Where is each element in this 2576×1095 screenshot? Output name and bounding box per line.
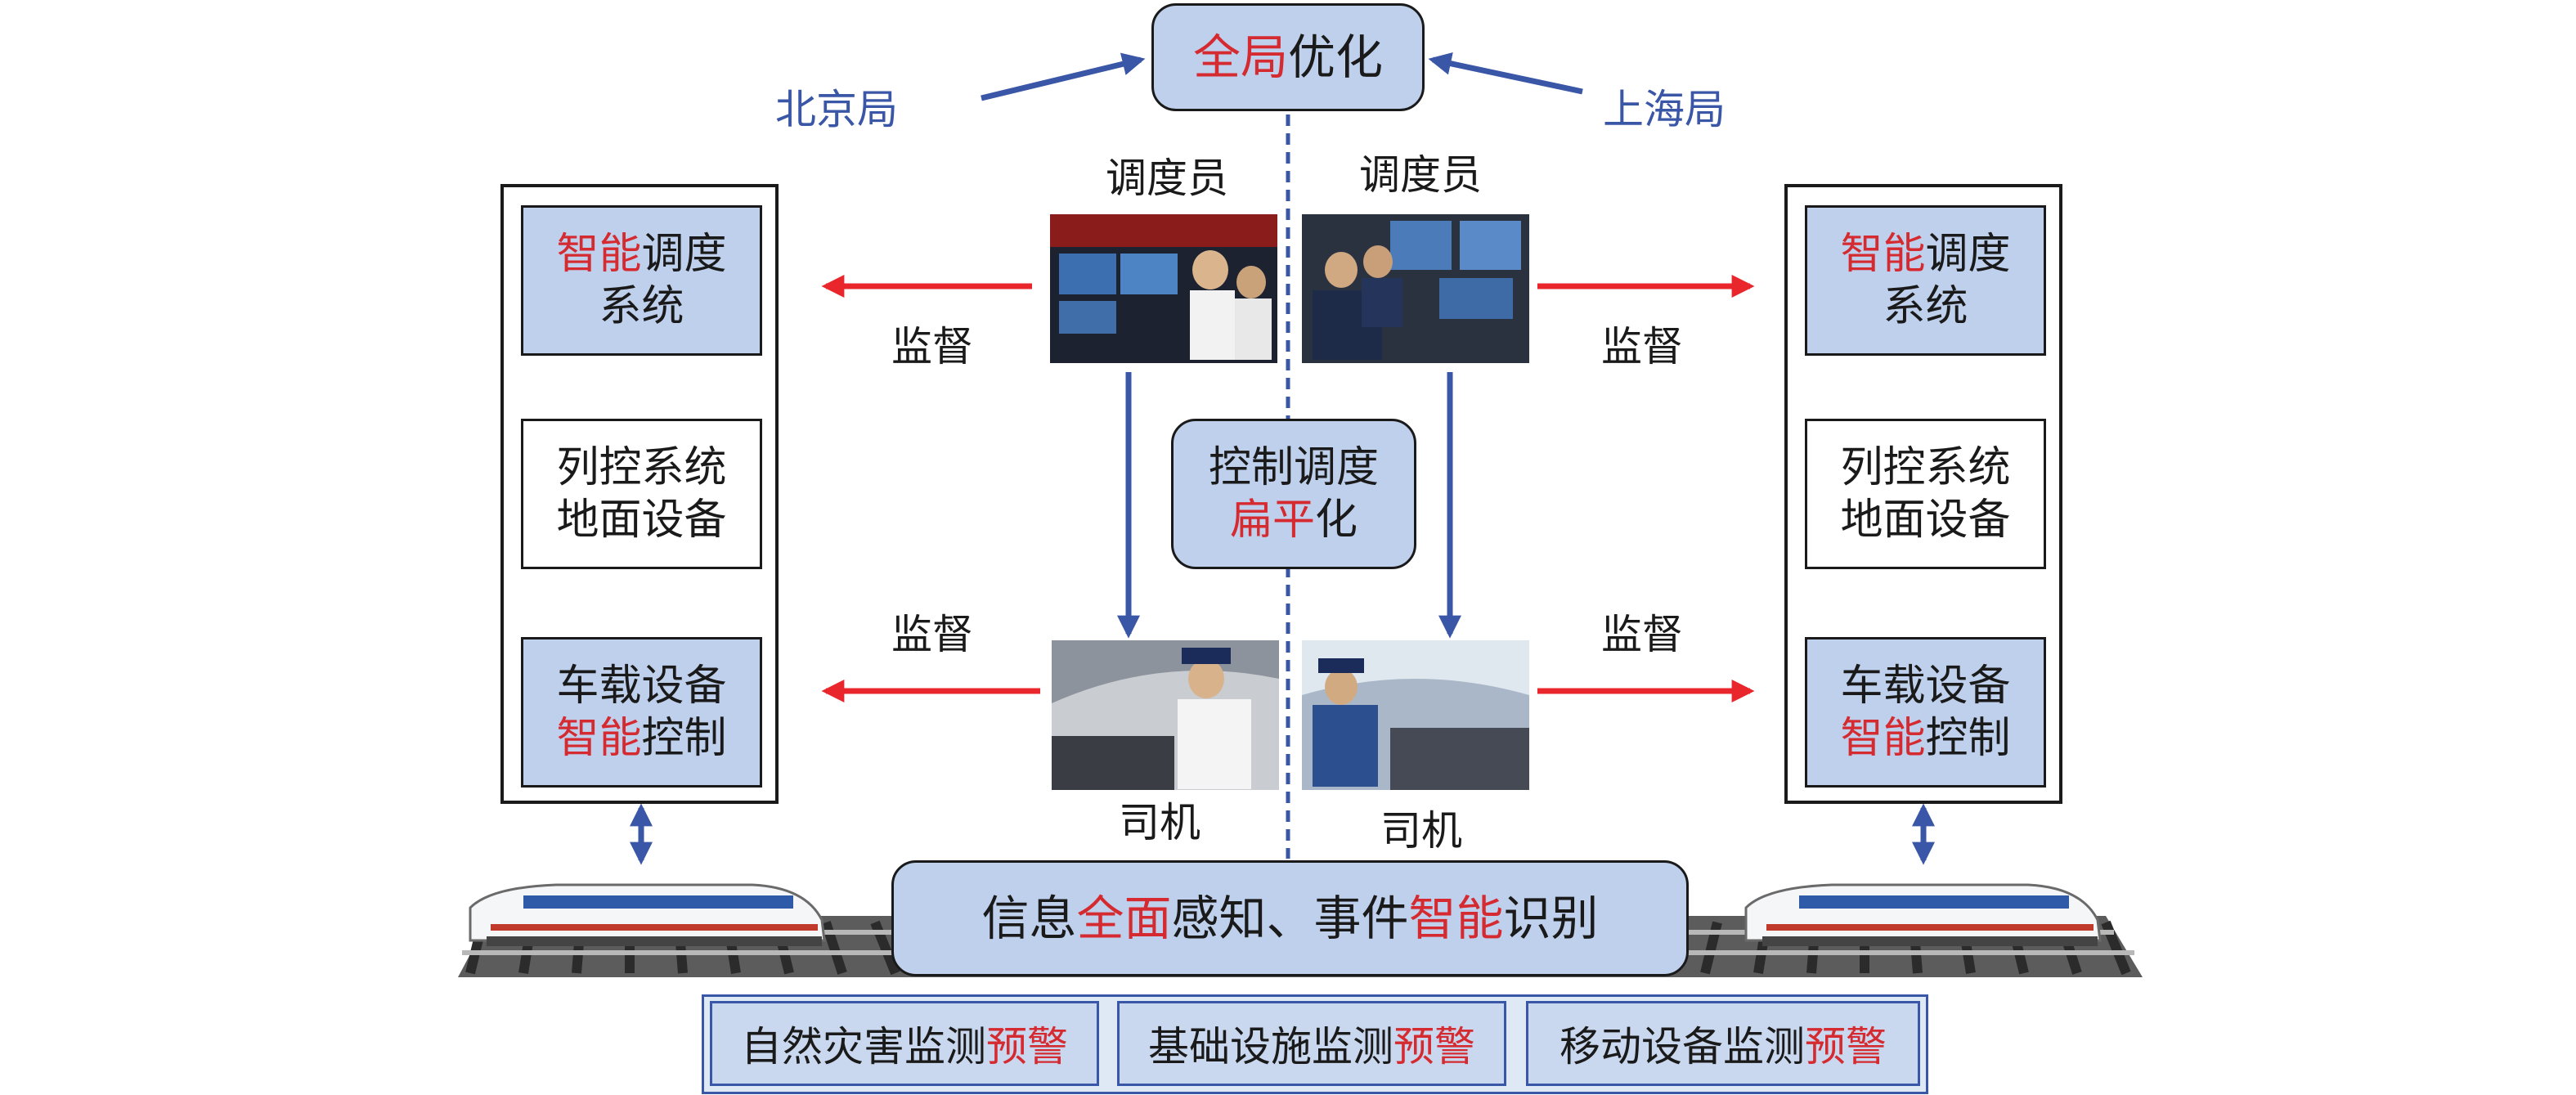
photo-dispatcher-right	[1302, 214, 1529, 363]
supervise-label-bottom-right: 监督	[1601, 611, 1683, 658]
left-onboard-control-box: 车载设备智能控制	[521, 637, 762, 788]
supervise-label-top-left: 监督	[891, 323, 973, 370]
right-smart-dispatch-box: 智能调度系统	[1805, 205, 2046, 356]
train-left	[469, 883, 826, 946]
supervise-label-top-right: 监督	[1601, 323, 1683, 370]
photo-dispatcher-left	[1050, 214, 1277, 363]
shanghai-bureau-label: 上海局	[1603, 86, 1726, 133]
photo-driver-left	[1052, 640, 1279, 790]
train-right	[1744, 883, 2102, 946]
flat-control-dispatch-box: 控制调度扁平化	[1171, 419, 1416, 569]
arrow-shanghai-to-global	[1428, 52, 1583, 95]
dispatcher-label-left: 调度员	[1106, 155, 1228, 202]
info-perception-text: 信息全面感知、事件智能识别	[981, 891, 1599, 946]
global-optimization-text: 全局优化	[1192, 29, 1384, 85]
left-ground-equipment-box: 列控系统地面设备	[521, 419, 762, 569]
driver-label-right: 司机	[1380, 807, 1462, 855]
global-optimization-box: 全局优化	[1151, 3, 1425, 111]
photo-driver-right	[1302, 640, 1529, 790]
info-perception-box: 信息全面感知、事件智能识别	[891, 860, 1689, 976]
arrow-beijing-to-global	[981, 52, 1146, 101]
left-smart-dispatch-box: 智能调度系统	[521, 205, 762, 356]
dispatcher-label-right: 调度员	[1359, 151, 1482, 199]
monitoring-infrastructure: 基础设施监测预警	[1117, 1001, 1506, 1086]
supervise-label-bottom-left: 监督	[891, 611, 973, 658]
monitoring-mobile-equipment: 移动设备监测预警	[1526, 1001, 1920, 1086]
monitoring-natural-disaster: 自然灾害监测预警	[710, 1001, 1099, 1086]
driver-label-left: 司机	[1119, 799, 1200, 846]
right-ground-equipment-box: 列控系统地面设备	[1805, 419, 2046, 569]
right-onboard-control-box: 车载设备智能控制	[1805, 637, 2046, 788]
beijing-bureau-label: 北京局	[775, 86, 898, 133]
